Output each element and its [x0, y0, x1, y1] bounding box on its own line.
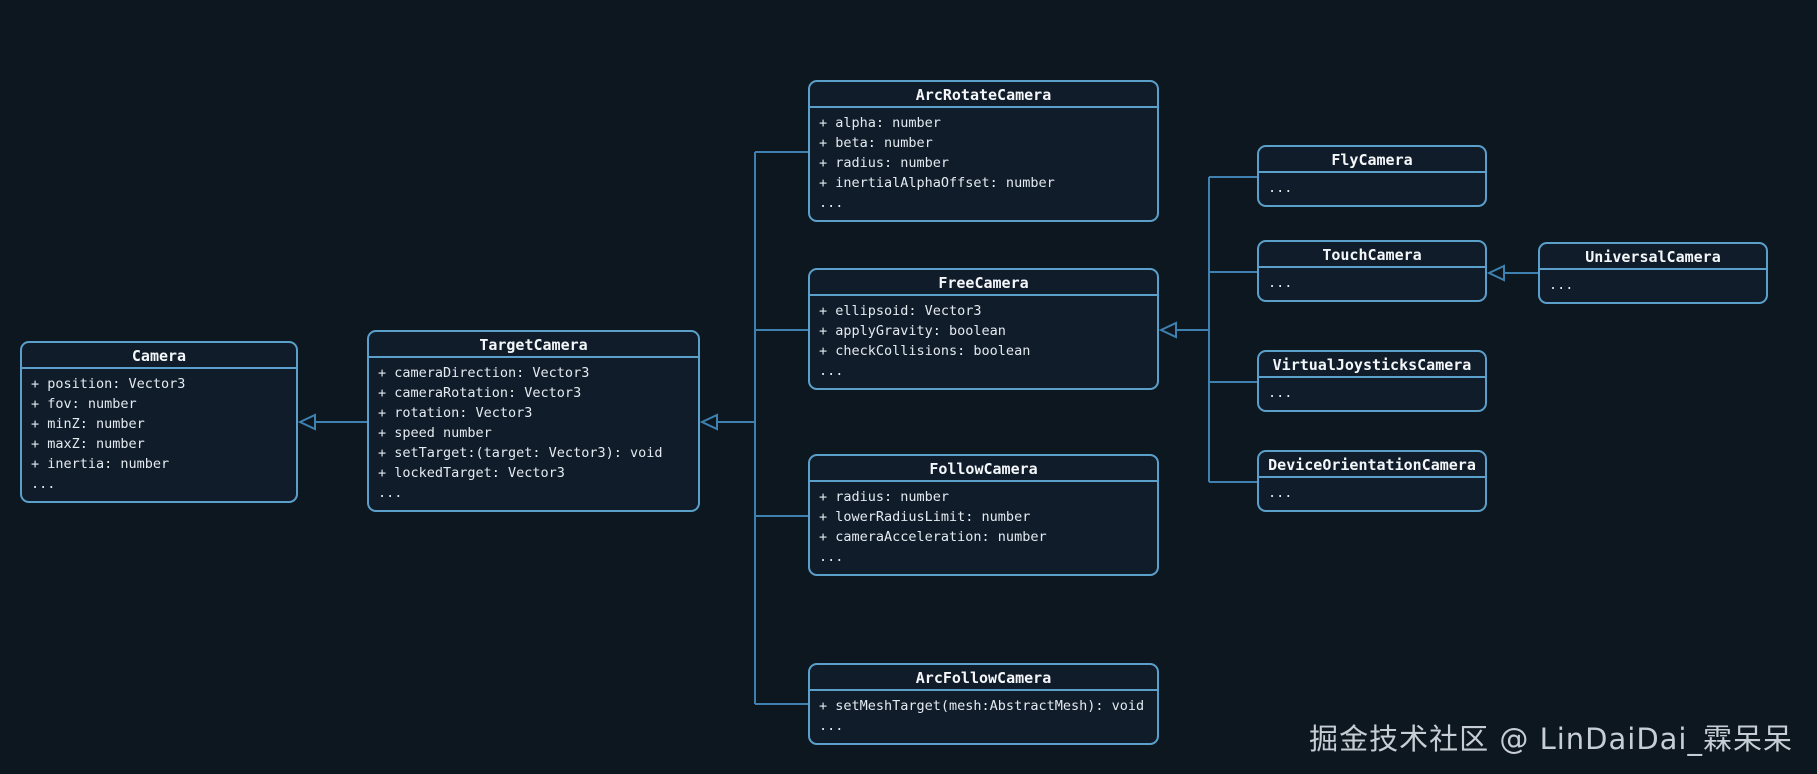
inheritance-arrow-icon: [1158, 321, 1177, 339]
class-box-camera: Camera + position: Vector3 + fov: number…: [20, 341, 298, 503]
class-box-virtual-joysticks-camera: VirtualJoysticksCamera ...: [1257, 350, 1487, 412]
class-member: ...: [819, 195, 844, 211]
class-title: TargetCamera: [369, 332, 698, 358]
connector-targetcamera-to-camera: [297, 413, 367, 431]
class-member: + beta: number: [819, 135, 933, 151]
class-member: ...: [31, 476, 56, 492]
class-title: DeviceOrientationCamera: [1259, 452, 1485, 478]
class-member: + fov: number: [31, 396, 137, 412]
class-member: + rotation: Vector3: [378, 405, 533, 421]
class-member: ...: [1268, 485, 1293, 501]
watermark: 掘金技术社区 @ LinDaiDai_霖呆呆: [1309, 722, 1793, 756]
class-member: + position: Vector3: [31, 376, 186, 392]
class-title: FollowCamera: [810, 456, 1157, 482]
class-member: + radius: number: [819, 155, 950, 171]
class-member: + inertia: number: [31, 456, 170, 472]
class-box-target-camera: TargetCamera + cameraDirection: Vector3 …: [367, 330, 700, 512]
class-member: + ellipsoid: Vector3: [819, 303, 982, 319]
class-box-arc-rotate-camera: ArcRotateCamera + alpha: number + beta: …: [808, 80, 1159, 222]
class-title: FreeCamera: [810, 270, 1157, 296]
inheritance-arrow-icon: [297, 413, 316, 431]
class-member: ...: [378, 485, 403, 501]
class-title: VirtualJoysticksCamera: [1259, 352, 1485, 378]
class-box-universal-camera: UniversalCamera ...: [1538, 242, 1768, 304]
class-member: ...: [819, 363, 844, 379]
inheritance-arrow-icon: [699, 413, 718, 431]
class-member: + cameraRotation: Vector3: [378, 385, 582, 401]
class-member: + inertialAlphaOffset: number: [819, 175, 1055, 191]
class-member: + minZ: number: [31, 416, 145, 432]
connector-children-to-targetcamera: [699, 151, 808, 705]
class-member: ...: [819, 549, 844, 565]
class-title: TouchCamera: [1259, 242, 1485, 268]
class-member: + alpha: number: [819, 115, 941, 131]
class-member: + setMeshTarget(mesh:AbstractMesh): void: [819, 698, 1145, 714]
class-box-touch-camera: TouchCamera ...: [1257, 240, 1487, 302]
class-title: UniversalCamera: [1540, 244, 1766, 270]
class-box-free-camera: FreeCamera + ellipsoid: Vector3 + applyG…: [808, 268, 1159, 390]
class-member: + lockedTarget: Vector3: [378, 465, 565, 481]
class-box-device-orientation-camera: DeviceOrientationCamera ...: [1257, 450, 1487, 512]
class-member: ...: [819, 718, 844, 734]
inheritance-arrow-icon: [1486, 264, 1505, 282]
class-member: + applyGravity: boolean: [819, 323, 1006, 339]
class-box-follow-camera: FollowCamera + radius: number + lowerRad…: [808, 454, 1159, 576]
class-member: + lowerRadiusLimit: number: [819, 509, 1031, 525]
class-member: + cameraAcceleration: number: [819, 529, 1047, 545]
class-member: ...: [1549, 277, 1574, 293]
class-member: + radius: number: [819, 489, 950, 505]
class-member: + setTarget:(target: Vector3): void: [378, 445, 663, 461]
class-member: ...: [1268, 180, 1293, 196]
class-title: FlyCamera: [1259, 147, 1485, 173]
class-title: ArcRotateCamera: [810, 82, 1157, 108]
class-title: Camera: [22, 343, 296, 369]
class-member: + checkCollisions: boolean: [819, 343, 1031, 359]
class-box-arc-follow-camera: ArcFollowCamera + setMeshTarget(mesh:Abs…: [808, 663, 1159, 745]
class-box-fly-camera: FlyCamera ...: [1257, 145, 1487, 207]
class-title: ArcFollowCamera: [810, 665, 1157, 691]
class-member: ...: [1268, 275, 1293, 291]
connector-universalcamera-to-touchcamera: [1486, 264, 1538, 282]
class-member: + cameraDirection: Vector3: [378, 365, 590, 381]
connector-children-to-freecamera: [1158, 176, 1257, 483]
class-member: + maxZ: number: [31, 436, 145, 452]
class-member: + speed number: [378, 425, 492, 441]
class-member: ...: [1268, 385, 1293, 401]
